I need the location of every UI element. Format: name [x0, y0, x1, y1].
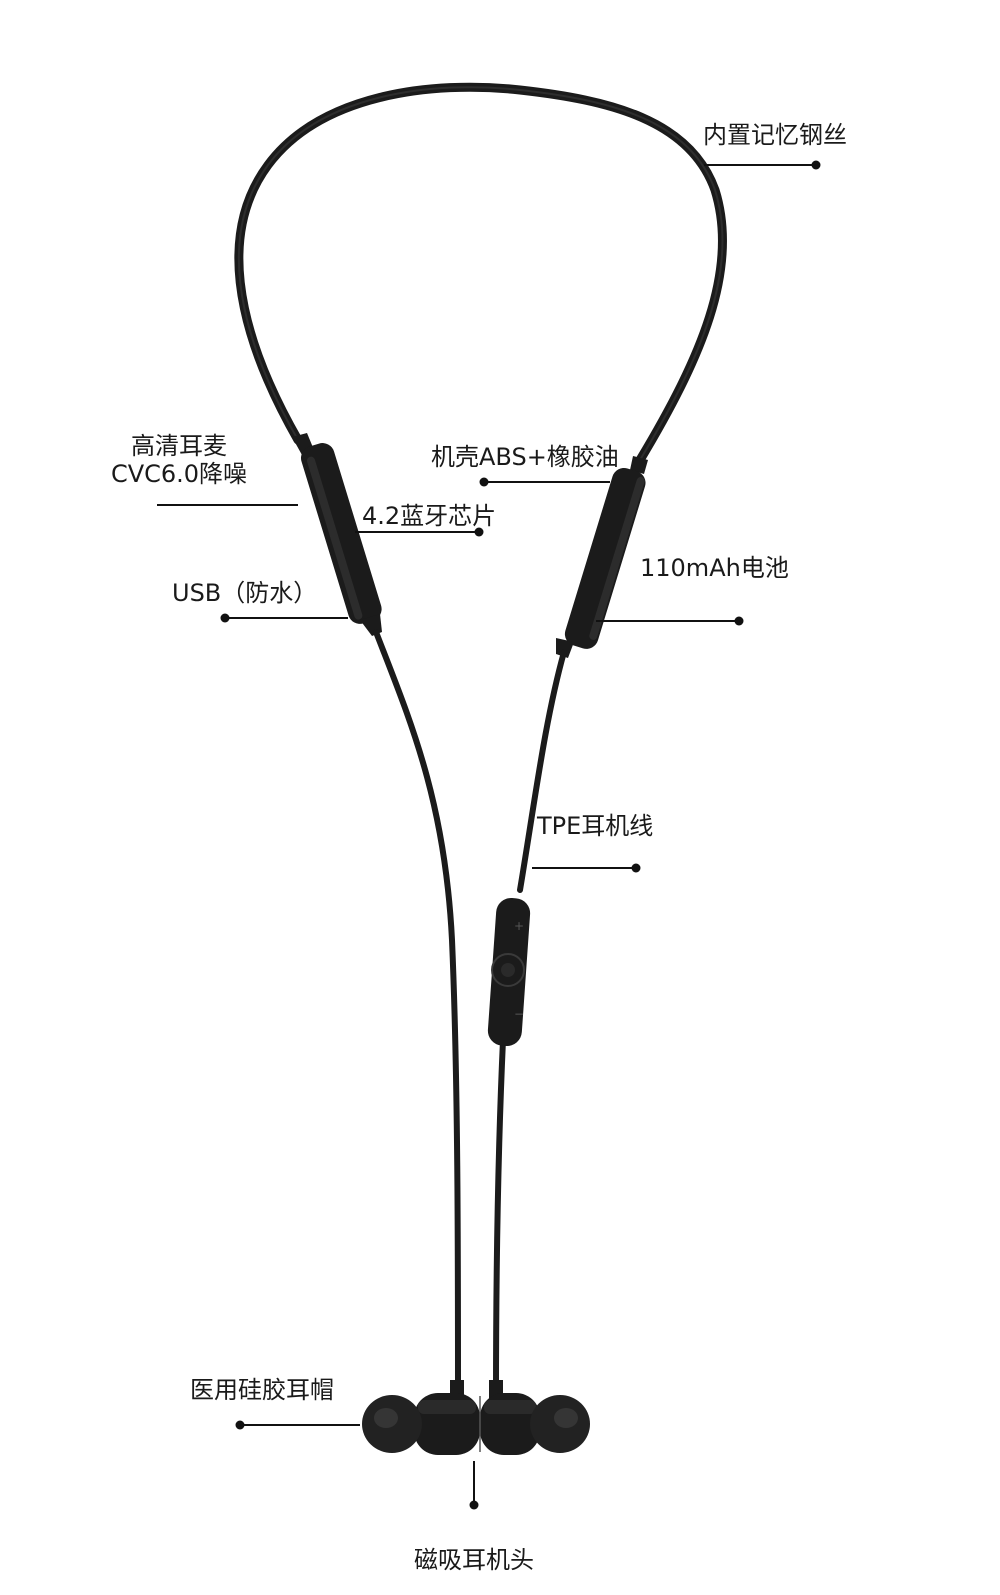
- label-memory-wire: 内置记忆钢丝: [703, 121, 847, 149]
- svg-text:+: +: [514, 919, 524, 933]
- label-usb: USB（防水）: [172, 579, 318, 607]
- leader-cable: [532, 863, 641, 873]
- leader-battery: [596, 616, 744, 626]
- inline-remote: + −: [487, 898, 531, 1046]
- leader-usb: [220, 613, 348, 623]
- label-housing: 机壳ABS+橡胶油: [431, 443, 619, 471]
- svg-text:−: −: [514, 1007, 524, 1021]
- right-cable: [493, 649, 567, 1398]
- leader-housing: [479, 477, 610, 487]
- label-eartips: 医用硅胶耳帽: [190, 1376, 334, 1404]
- label-magnetic: 磁吸耳机头: [414, 1546, 534, 1574]
- magnetic-earbuds: [362, 1380, 590, 1455]
- label-mic-line2: CVC6.0降噪: [110, 460, 248, 488]
- left-cable: [373, 629, 461, 1398]
- leader-chip: [355, 527, 484, 537]
- neckband-wire: [234, 82, 728, 465]
- leader-eartips: [235, 1420, 360, 1430]
- label-battery: 110mAh电池: [640, 554, 789, 582]
- label-mic-line1: 高清耳麦: [131, 432, 227, 460]
- right-battery-module: [556, 456, 648, 658]
- label-cable: TPE耳机线: [537, 812, 654, 840]
- label-chip: 4.2蓝牙芯片: [362, 502, 497, 530]
- label-mic-block: 高清耳麦 CVC6.0降噪: [94, 432, 264, 488]
- leader-memory-wire: [704, 160, 821, 170]
- leader-magnetic: [469, 1461, 479, 1510]
